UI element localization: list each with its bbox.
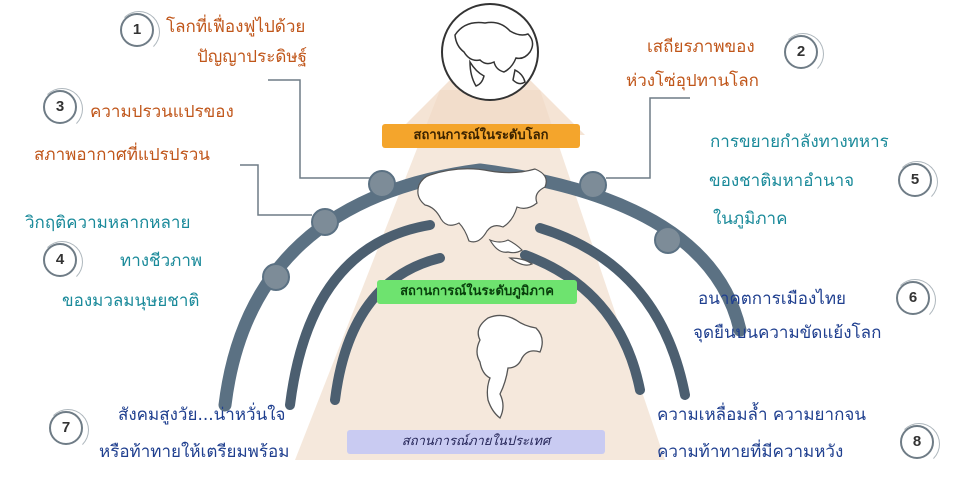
item-5-line-3: ในภูมิภาค	[713, 209, 788, 229]
domestic-arc-left	[330, 253, 445, 405]
number-ring-5	[896, 161, 938, 203]
item-3-line-1: ความปรวนแปรของ	[90, 102, 234, 122]
item-4-line-1: วิกฤติความหลากหลาย	[25, 213, 191, 233]
item-8-line-2: ความท้าทายที่มีความหวัง	[657, 442, 844, 462]
item-4-line-2: ทางชีวภาพ	[120, 251, 203, 271]
item-3-line-2: สภาพอากาศที่แปรปรวน	[34, 145, 210, 165]
leader-line-1	[268, 79, 370, 179]
number-badge-1: 1	[120, 13, 154, 47]
globe-icon	[441, 3, 539, 101]
arc-node-4	[262, 263, 290, 291]
item-7-line-2: หรือท้าทายให้เตรียมพร้อม	[99, 442, 290, 462]
band-domestic: สถานการณ์ภายในประเทศ	[347, 430, 605, 454]
asia-map-icon	[417, 168, 547, 266]
item-7-line-1: สังคมสูงวัย...น่าหวั่นใจ	[118, 405, 286, 425]
number-ring-7	[47, 409, 89, 451]
item-4-line-3: ของมวลมนุษยชาติ	[62, 291, 200, 311]
item-1-line-1: โลกที่เฟื่องฟูไปด้วย	[166, 17, 306, 37]
item-8-line-1: ความเหลื่อมล้ำ ความยากจน	[657, 405, 866, 425]
arc-node-3	[311, 208, 339, 236]
band-regional: สถานการณ์ในระดับภูมิภาค	[377, 280, 577, 304]
item-5-line-2: ของชาติมหาอำนาจ	[709, 171, 855, 191]
item-1-line-2: ปัญญาประดิษฐ์	[197, 47, 307, 67]
cone-top-glow	[395, 75, 585, 135]
number-badge-6: 6	[896, 281, 930, 315]
regional-arc-outer-right	[535, 223, 690, 400]
number-ring-4	[41, 241, 83, 283]
number-ring-6	[894, 279, 936, 321]
leader-line-3	[240, 164, 312, 216]
focus-cone	[295, 90, 665, 460]
number-ring-3	[41, 88, 83, 130]
number-badge-2: 2	[784, 35, 818, 69]
item-5-line-1: การขยายกำลังทางทหาร	[710, 132, 889, 152]
number-ring-2	[782, 33, 824, 75]
item-6-line-1: อนาคตการเมืองไทย	[698, 289, 847, 309]
band-global: สถานการณ์ในระดับโลก	[382, 124, 580, 148]
leader-line-2	[606, 97, 690, 179]
item-2-line-2: ห่วงโซ่อุปทานโลก	[626, 71, 759, 91]
item-6-line-2: จุดยืนบนความขัดแย้งโลก	[693, 323, 882, 343]
thailand-map-icon	[476, 314, 543, 419]
regional-arc-outer	[285, 220, 435, 410]
number-badge-7: 7	[49, 411, 83, 445]
number-badge-4: 4	[43, 243, 77, 277]
arc-node-5	[654, 226, 682, 254]
number-ring-8	[898, 423, 940, 465]
item-2-line-1: เสถียรภาพของ	[647, 37, 755, 57]
number-badge-3: 3	[43, 90, 77, 124]
arc-node-1	[368, 170, 396, 198]
arc-node-2	[579, 171, 607, 199]
domestic-arc-right	[520, 250, 645, 395]
number-badge-5: 5	[898, 163, 932, 197]
number-badge-8: 8	[900, 425, 934, 459]
number-ring-1	[118, 11, 160, 53]
